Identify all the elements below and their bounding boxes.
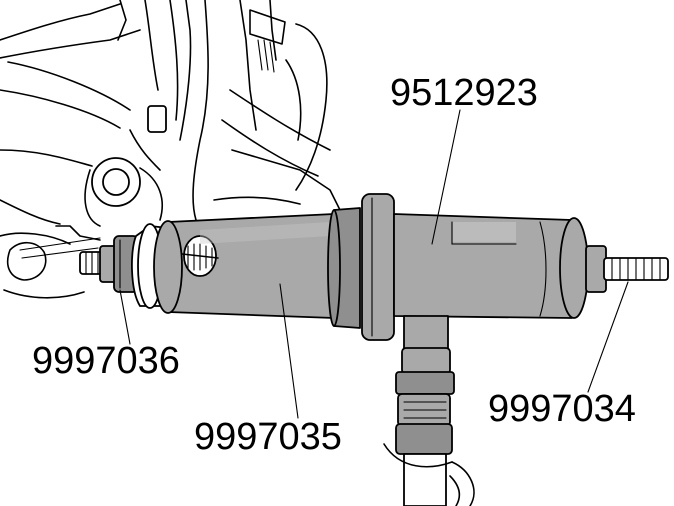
part-number-9997035: 9997035 <box>194 416 342 458</box>
leader-9997034 <box>587 281 629 393</box>
part-number-9997034: 9997034 <box>488 388 636 430</box>
leader-9512923 <box>431 109 461 245</box>
cylinder-9997035 <box>153 213 335 319</box>
leader-9997035 <box>279 283 299 419</box>
vehicle-hub-background <box>0 0 341 299</box>
part-number-9997036: 9997036 <box>32 340 180 382</box>
part-number-9512923: 9512923 <box>390 72 538 114</box>
hydraulic-hose <box>383 347 475 506</box>
left-threaded-rod <box>79 235 139 293</box>
leader-9997036 <box>119 289 131 345</box>
leader-lines <box>119 109 629 419</box>
right-threaded-rod-9997034 <box>585 245 669 293</box>
hydraulic-cylinder-9512923 <box>327 193 589 351</box>
